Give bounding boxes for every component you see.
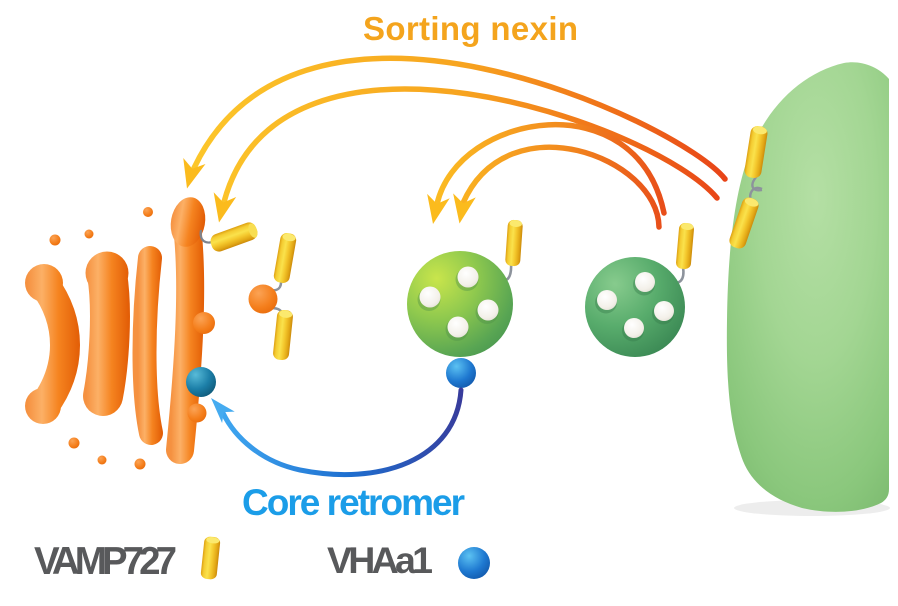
svg-text:VHAa1: VHAa1 <box>327 539 433 581</box>
svg-text:VAMP727: VAMP727 <box>34 540 177 583</box>
svg-text:Sorting nexin: Sorting nexin <box>363 10 578 47</box>
svg-text:Core retromer: Core retromer <box>242 482 465 523</box>
